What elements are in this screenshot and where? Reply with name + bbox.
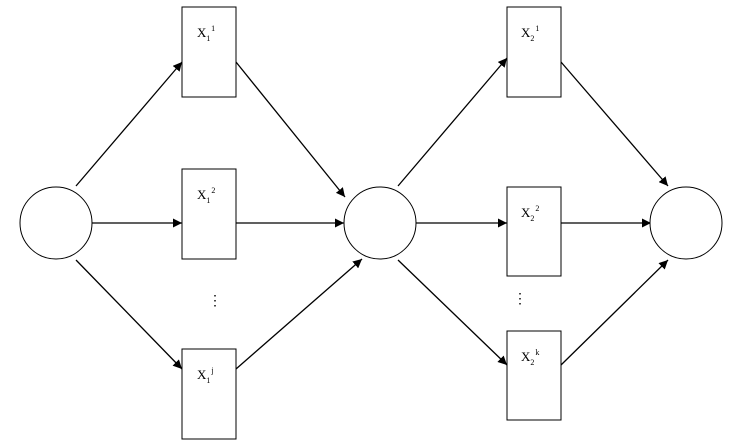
box-x2-2 [506,186,562,277]
edge-middle-to-x2-1 [397,57,508,187]
sink-node [649,186,723,260]
edge-middle-to-x2-k [397,259,508,366]
box-x2-1 [506,6,562,98]
edge-source-to-x1-j [75,259,183,370]
box-x2-k [506,330,562,421]
source-node [19,186,93,260]
edge-x1-1-to-middle [235,61,346,198]
box-x1-2 [181,168,237,260]
edge-x2-k-to-sink [560,259,669,366]
edge-x2-1-to-sink [560,61,669,187]
middle-node [343,186,417,260]
label-x1-2: X12 [197,186,215,205]
label-x2-1: X21 [521,24,539,43]
label-x1-j: X1j [197,366,214,385]
label-x2-2: X22 [521,204,539,223]
label-x2-k: X2k [521,348,539,367]
edge-x1-j-to-middle [235,258,363,370]
ellipsis-stage-1: ⋮ [208,294,222,309]
box-x1-j [181,348,237,440]
label-x1-1: X11 [197,24,215,43]
edge-source-to-x1-1 [75,61,183,187]
box-x1-1 [181,6,237,98]
ellipsis-stage-2: ⋮ [513,292,527,307]
